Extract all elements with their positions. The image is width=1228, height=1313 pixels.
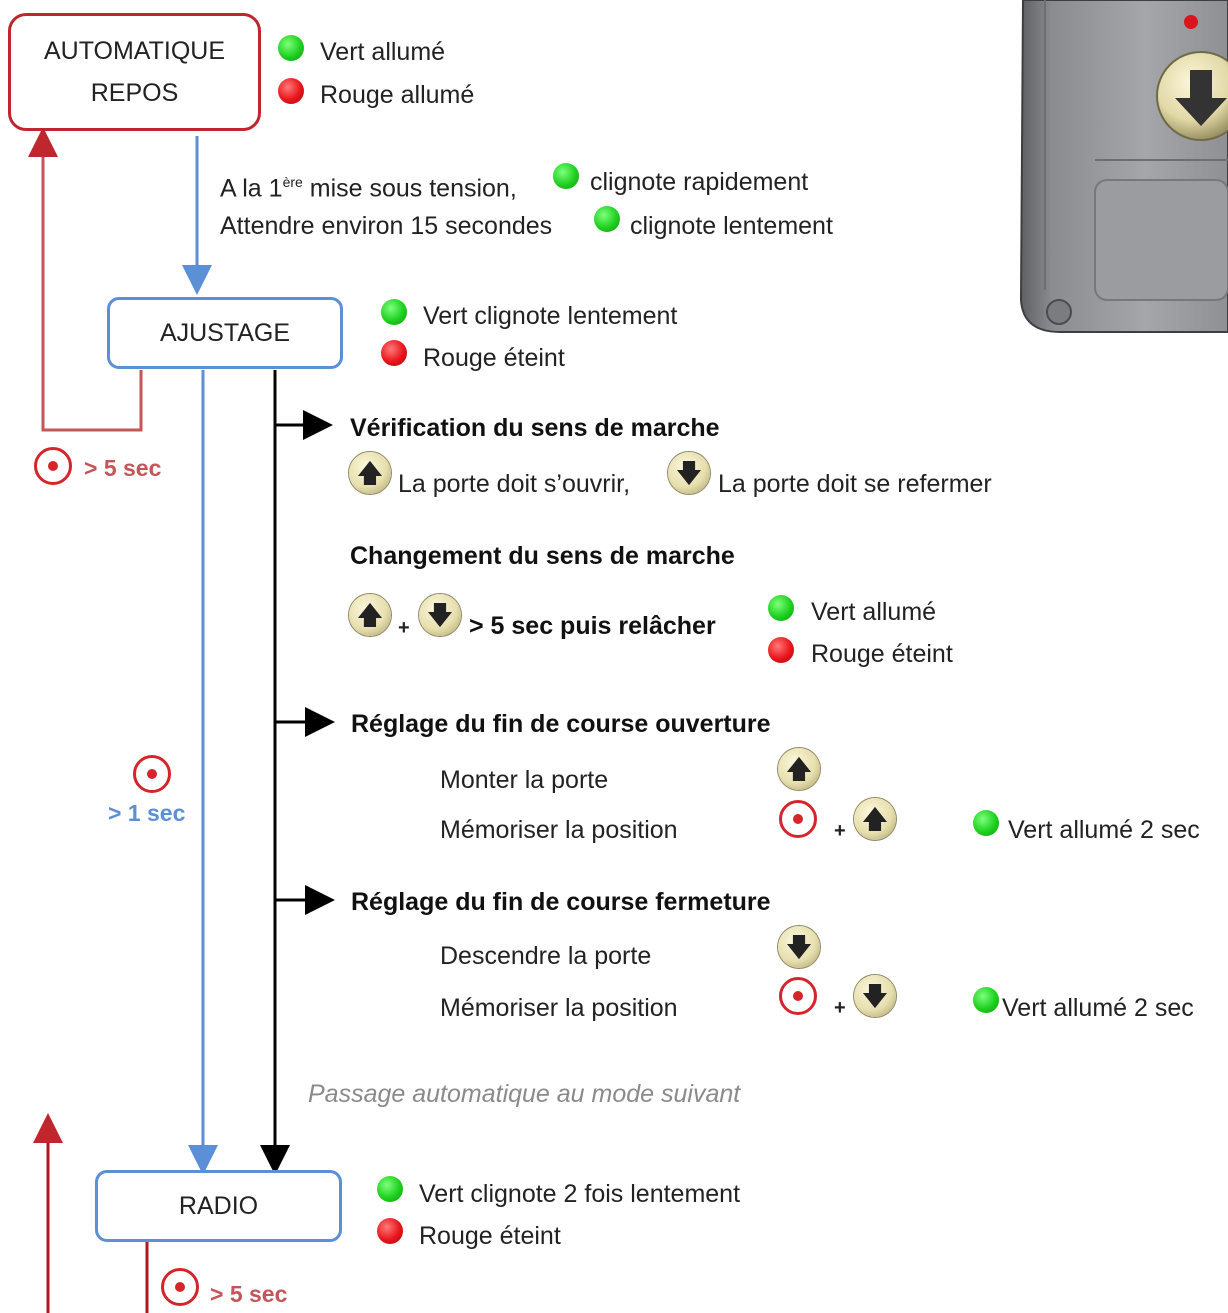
down-arrow-button-icon: 🡇 bbox=[778, 926, 820, 968]
fermeture-step1: Descendre la porte bbox=[440, 942, 652, 970]
verification-title: Vérification du sens de marche bbox=[350, 414, 720, 442]
down-arrow-button-icon: 🡇 bbox=[419, 594, 461, 636]
power-on-line1-sup: ère bbox=[282, 174, 303, 190]
state-automatique-label: AUTOMATIQUE bbox=[43, 37, 226, 65]
auto-red-text: Rouge allumé bbox=[320, 81, 475, 109]
prog-button-icon bbox=[161, 1268, 199, 1306]
auto-green-text: Vert allumé bbox=[320, 38, 446, 66]
ouverture-result: Vert allumé 2 sec bbox=[1008, 816, 1200, 844]
changement-action: > 5 sec puis relâcher bbox=[469, 612, 716, 640]
ouverture-step1: Monter la porte bbox=[440, 766, 609, 794]
changement-title: Changement du sens de marche bbox=[350, 542, 735, 570]
power-on-line1-mid: mise sous tension, bbox=[302, 174, 517, 203]
return-auto-timing: > 5 sec bbox=[84, 455, 162, 481]
plus-sign: + bbox=[398, 617, 410, 639]
power-on-line1-pre: A la 1 bbox=[220, 174, 283, 203]
power-on-line1-post: clignote rapidement bbox=[590, 168, 809, 196]
green-led-icon bbox=[768, 595, 794, 621]
prog-button-icon bbox=[133, 755, 171, 793]
up-arrow-button-icon: 🡅 bbox=[349, 594, 391, 636]
state-repos-label: REPOS bbox=[90, 79, 179, 107]
radio-out-timing: > 5 sec bbox=[210, 1281, 288, 1307]
prog-button-icon bbox=[34, 447, 72, 485]
verification-down-text: La porte doit se refermer bbox=[718, 470, 992, 498]
ajustage-red-text: Rouge éteint bbox=[423, 344, 565, 372]
state-radio-label: RADIO bbox=[178, 1192, 259, 1220]
control-box-image bbox=[1019, 0, 1228, 333]
prog-button-icon bbox=[779, 977, 817, 1015]
up-arrow-button-icon: 🡅 bbox=[778, 748, 820, 790]
red-led-icon bbox=[768, 637, 794, 663]
passage-note: Passage automatique au mode suivant bbox=[308, 1080, 741, 1108]
ajustage-radio-timing: > 1 sec bbox=[108, 800, 186, 826]
up-arrow-button-icon: 🡅 bbox=[349, 452, 391, 494]
verification-up-text: La porte doit s’ouvrir, bbox=[398, 470, 631, 498]
green-led-icon bbox=[594, 206, 620, 232]
red-led-icon bbox=[377, 1218, 403, 1244]
radio-red-text: Rouge éteint bbox=[419, 1222, 561, 1250]
state-radio: RADIO bbox=[95, 1170, 342, 1242]
green-led-icon bbox=[553, 163, 579, 189]
power-on-line2-pre: Attendre environ 15 secondes bbox=[220, 212, 553, 240]
arrow-ajustage-return bbox=[28, 127, 143, 432]
fermeture-step2: Mémoriser la position bbox=[440, 994, 678, 1022]
green-led-icon bbox=[381, 299, 407, 325]
green-led-icon bbox=[278, 35, 304, 61]
down-arrow-button-icon: 🡇 bbox=[668, 452, 710, 494]
green-led-icon bbox=[973, 810, 999, 836]
power-on-line2-post: clignote lentement bbox=[630, 212, 833, 240]
fermeture-title: Réglage du fin de course fermeture bbox=[351, 888, 771, 916]
green-led-icon bbox=[377, 1176, 403, 1202]
changement-green-text: Vert allumé bbox=[811, 598, 937, 626]
ajustage-green-text: Vert clignote lentement bbox=[423, 302, 678, 330]
power-on-line1: A la 1ère mise sous tension, bbox=[220, 167, 517, 203]
changement-red-text: Rouge éteint bbox=[811, 640, 953, 668]
state-ajustage-label: AJUSTAGE bbox=[159, 319, 291, 347]
up-arrow-button-icon: 🡅 bbox=[854, 798, 896, 840]
state-automatique-repos: AUTOMATIQUE REPOS bbox=[8, 13, 261, 131]
plus-sign: + bbox=[834, 820, 846, 842]
ouverture-step2: Mémoriser la position bbox=[440, 816, 678, 844]
radio-green-text: Vert clignote 2 fois lentement bbox=[419, 1180, 741, 1208]
red-led-icon bbox=[381, 340, 407, 366]
state-ajustage: AJUSTAGE bbox=[107, 297, 343, 369]
plus-sign: + bbox=[834, 997, 846, 1019]
prog-button-icon bbox=[779, 800, 817, 838]
ouverture-title: Réglage du fin de course ouverture bbox=[351, 710, 771, 738]
green-led-icon bbox=[973, 987, 999, 1013]
down-arrow-button-icon: 🡇 bbox=[854, 975, 896, 1017]
red-led-icon bbox=[278, 78, 304, 104]
fermeture-result: Vert allumé 2 sec bbox=[1002, 994, 1194, 1022]
